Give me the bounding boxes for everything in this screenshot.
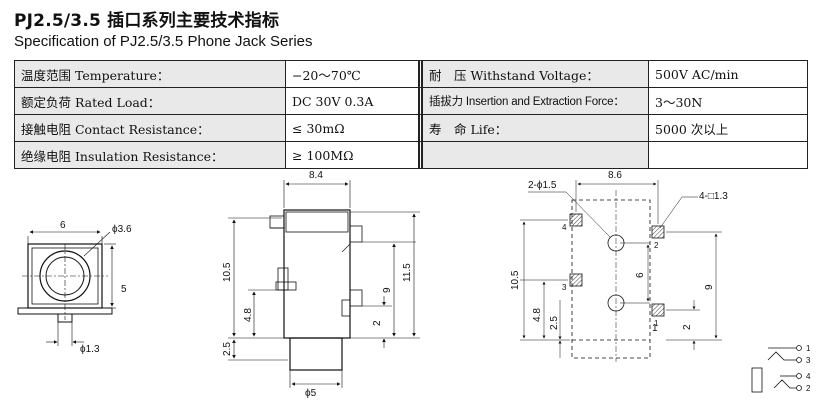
pcb-dim-2-5: 2.5 bbox=[549, 316, 560, 330]
pcb-pin-number: 2 bbox=[654, 241, 659, 250]
spec-value: 500V AC/min bbox=[648, 60, 808, 88]
front-width-dim: 6 bbox=[60, 220, 66, 231]
spec-value: ≥ 100MΩ bbox=[285, 141, 420, 169]
pcb-dim-1: 1 bbox=[652, 323, 658, 334]
pcb-pin-number: 1 bbox=[654, 319, 659, 328]
front-hole-dim: ϕ3.6 bbox=[112, 224, 132, 235]
pcb-hole-label: 2-ϕ1.5 bbox=[528, 180, 557, 191]
spec-label: 绝缘电阻 Insulation Resistance： bbox=[14, 141, 286, 169]
schematic-pin-label: 2 bbox=[806, 384, 811, 393]
table-row: 温度范围 Temperature： −20～70℃ 耐 压 Withstand … bbox=[14, 60, 808, 88]
pcb-layout-drawing bbox=[520, 180, 722, 362]
pcb-dim-10-5: 10.5 bbox=[510, 270, 521, 290]
schematic-pin-label: 4 bbox=[806, 372, 811, 381]
table-row: 接触电阻 Contact Resistance： ≤ 30mΩ 寿 命 Life… bbox=[14, 114, 808, 142]
pcb-pin-number: 4 bbox=[562, 223, 567, 232]
pcb-dim-9: 9 bbox=[704, 284, 715, 290]
pcb-pin-number: 3 bbox=[562, 283, 567, 292]
spec-label: 插拔力 Insertion and Extraction Force： bbox=[421, 87, 649, 115]
front-pin-dim: ϕ1.3 bbox=[80, 344, 100, 355]
schematic-pin-label: 1 bbox=[806, 344, 811, 353]
spec-label bbox=[421, 141, 649, 169]
front-view-drawing bbox=[17, 230, 116, 346]
side-top-dim: 8.4 bbox=[309, 170, 323, 181]
spec-label: 耐 压 Withstand Voltage： bbox=[421, 60, 649, 88]
page-title: PJ2.5/3.5 插口系列主要技术指标 bbox=[14, 11, 280, 31]
spec-table: 温度范围 Temperature： −20～70℃ 耐 压 Withstand … bbox=[14, 60, 808, 169]
spec-value: ≤ 30mΩ bbox=[285, 114, 420, 142]
spec-label: 寿 命 Life： bbox=[421, 114, 649, 142]
spec-label: 接触电阻 Contact Resistance： bbox=[14, 114, 286, 142]
spec-value: 3～30N bbox=[648, 87, 808, 115]
pcb-pad-label: 4-□1.3 bbox=[699, 191, 728, 202]
pcb-top-dim: 8.6 bbox=[608, 170, 622, 181]
front-height-dim: 5 bbox=[121, 284, 127, 295]
spec-label: 温度范围 Temperature： bbox=[14, 60, 286, 88]
side-height-dim: 10.5 bbox=[222, 262, 233, 282]
pcb-dim-2: 2 bbox=[682, 324, 693, 330]
side-bottom-dim: ϕ5 bbox=[305, 388, 317, 399]
table-row: 绝缘电阻 Insulation Resistance： ≥ 100MΩ bbox=[14, 141, 808, 169]
pcb-dim-6: 6 bbox=[635, 272, 646, 278]
side-view-drawing bbox=[228, 180, 420, 388]
spec-value bbox=[648, 141, 808, 169]
page-subtitle: Specification of PJ2.5/3.5 Phone Jack Se… bbox=[14, 33, 313, 50]
side-dim-11-5: 11.5 bbox=[402, 263, 413, 282]
spec-value: −20～70℃ bbox=[285, 60, 420, 88]
side-dim-9: 9 bbox=[382, 287, 393, 293]
jack-schematic bbox=[751, 345, 802, 393]
schematic-pin-label: 3 bbox=[806, 356, 811, 365]
spec-value: 5000 次以上 bbox=[648, 114, 808, 142]
side-pin-height-dim: 4.8 bbox=[243, 308, 254, 322]
side-dim-2: 2 bbox=[372, 320, 383, 326]
pcb-dim-4-8: 4.8 bbox=[532, 308, 543, 322]
side-base-dim: 2.5 bbox=[222, 342, 233, 356]
